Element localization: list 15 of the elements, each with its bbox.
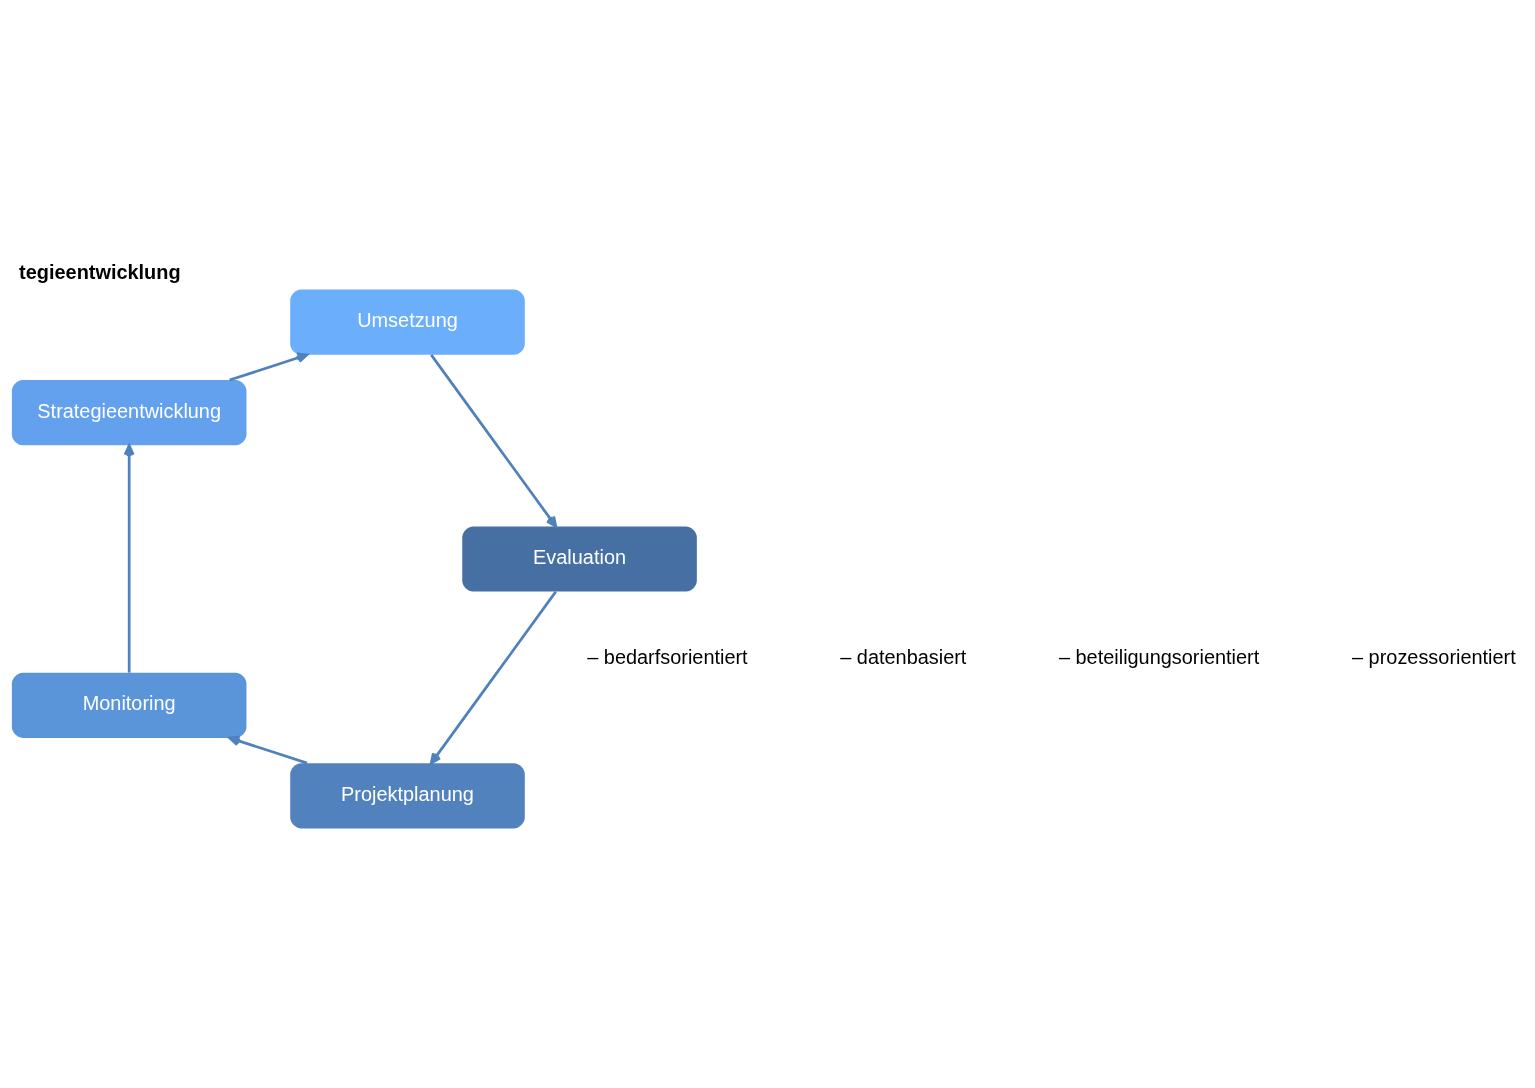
arrow (229, 351, 309, 381)
arrow (123, 443, 135, 673)
node-box: Projektplanung (290, 762, 525, 828)
label: – prozessorientiert (1352, 645, 1516, 668)
label: – beteiligungsorientiert (1058, 645, 1260, 668)
arrow (429, 590, 557, 764)
diagram-title: tegieentwicklung (19, 260, 181, 283)
node-box: Strategieentwicklung (11, 379, 247, 445)
arrow (430, 353, 558, 528)
node-box: Umsetzung (290, 289, 525, 355)
node-box: Evaluation (462, 525, 697, 592)
label: – bedarfsorientiert (587, 645, 748, 668)
label: – datenbasiert (840, 645, 967, 668)
arrow (228, 735, 308, 764)
node-box: Monitoring (11, 672, 247, 738)
